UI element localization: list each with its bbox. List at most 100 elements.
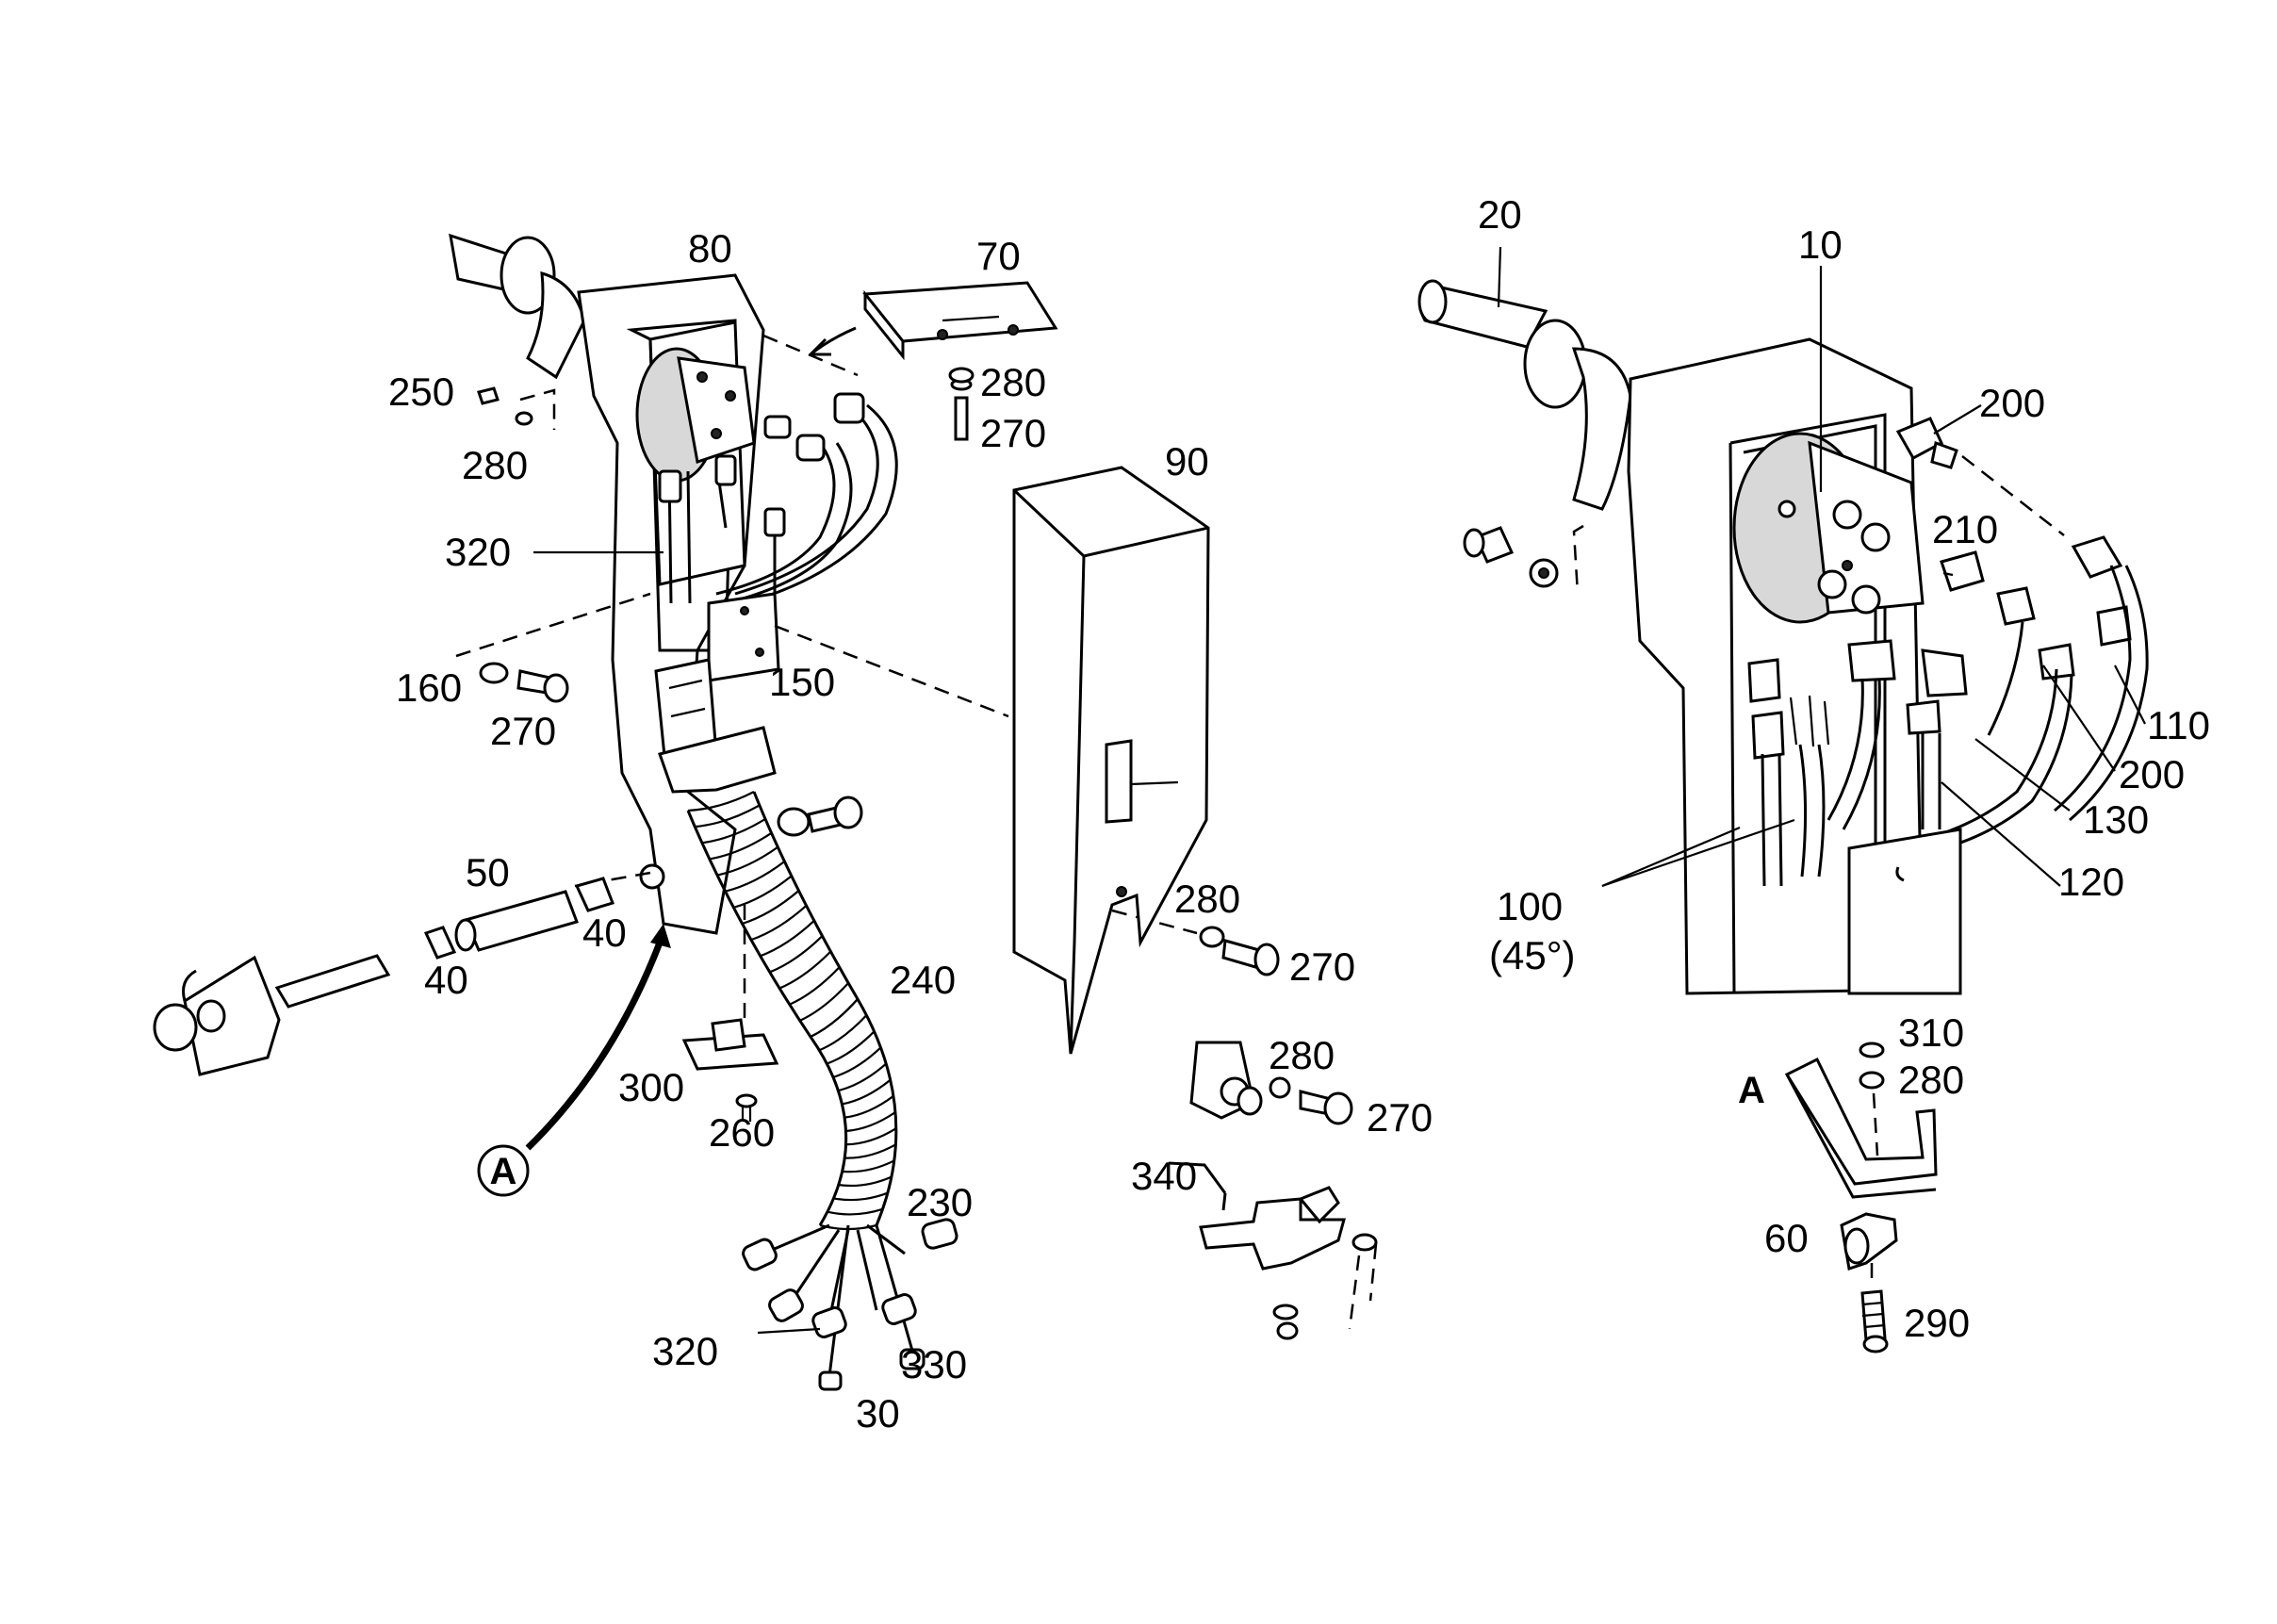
conduit-ridge [844,1143,896,1159]
conduit-ridge [838,1175,893,1188]
conduit-ridge [845,1127,897,1146]
conduit-ridge [799,982,849,1022]
conduit-ridge [760,920,815,958]
label-340: 340 [1131,1154,1197,1198]
conduit-ridge [789,966,841,1006]
cover-90-fasteners [1199,926,1280,976]
label-280-cover: 280 [980,360,1046,404]
label-40-left: 40 [424,958,468,1002]
conduit-ridge [810,998,859,1038]
label-280-left: 280 [462,443,528,487]
label-90: 90 [1165,439,1209,484]
right-control-lever [1417,279,1632,511]
label-110: 110 [2147,703,2210,747]
right-hoses [1761,565,2149,887]
conduit-ridge [844,1094,894,1119]
label-210: 210 [1932,507,1998,551]
conduit-ridge [769,935,824,974]
right-bolt-washer [1463,524,1584,595]
label-310: 310 [1898,1010,1964,1055]
right-assembly [1417,246,2149,995]
label-270-left: 270 [490,709,556,753]
conduit-ridge [716,845,778,877]
conduit-ridge [818,1014,868,1052]
right-leader-lines [1497,246,2146,888]
label-280-340: 280 [1269,1033,1335,1077]
left-small-fasteners [477,367,975,703]
label-80: 80 [688,226,732,271]
conduit-ridge [725,861,786,893]
detail-a-title: A [1738,1070,1765,1111]
label-320-top: 320 [445,530,511,574]
conduit-ridge [701,818,766,845]
conduit-ridges [687,791,897,1231]
label-70: 70 [976,234,1021,278]
label-330: 330 [901,1342,967,1386]
label-290: 290 [1904,1301,1970,1345]
label-150: 150 [769,660,835,704]
conduit-ridge [845,1111,896,1133]
label-130: 130 [2083,797,2149,842]
label-200-bottom: 200 [2119,752,2185,796]
block-150 [654,592,780,794]
left-control-lever [449,233,586,380]
label-10: 10 [1798,222,1843,267]
label-45-deg: (45°) [1489,933,1576,977]
label-120: 120 [2058,860,2124,904]
label-40-right: 40 [582,910,627,955]
conduit-ridge [833,1191,889,1202]
conduit-ridge [695,804,761,828]
conduit-ridge [687,791,755,812]
label-250: 250 [388,369,454,414]
label-270-340: 270 [1367,1095,1433,1140]
stud-assembly [153,877,614,1076]
label-20: 20 [1478,192,1522,237]
detail-a-labels: A 310 280 60 290 [1738,1010,1970,1345]
conduit-ridge [733,875,793,909]
detail-a [1784,1042,1938,1353]
left-assembly [153,233,1378,1391]
conduit-ridge [709,831,773,861]
corrugated-conduit-240 [686,791,898,1231]
label-230: 230 [907,1180,973,1224]
label-240: 240 [890,958,956,1002]
label-270-cover: 270 [980,411,1046,455]
right-fittings [1747,417,2132,760]
conduit-ridge [826,1030,876,1065]
left-leader-dashes [455,334,1378,1330]
label-60: 60 [1764,1216,1809,1260]
main-bracket [577,273,765,935]
conduit-ridge [838,1062,887,1092]
left-leader-lines [533,550,821,1335]
conduit-ridge [827,1207,883,1216]
label-100: 100 [1497,884,1563,928]
cover-plate-70 [809,281,1058,441]
conduit-ridge [842,1078,892,1106]
conduit-ridge [742,890,800,926]
callout-a-label: A [490,1151,517,1192]
label-280-cover90: 280 [1174,877,1240,921]
right-bottom-bracket [1847,828,1962,995]
label-280-detail: 280 [1898,1058,1964,1102]
callout-a-arrow [477,924,671,1197]
cover-90 [1012,466,1210,1055]
part-300 [681,1018,779,1122]
label-160: 160 [396,665,462,710]
label-300: 300 [618,1065,684,1109]
left-hoses [658,392,898,605]
label-270-cover90: 270 [1289,944,1355,989]
conduit-ridge [778,950,832,990]
label-320-bottom: 320 [652,1329,718,1373]
right-labels: 20 10 200 210 110 200 130 120 100 (45°) [1478,192,2210,977]
label-50: 50 [466,850,510,894]
label-30: 30 [856,1391,900,1435]
left-labels: 80 70 250 280 270 280 320 90 160 270 150… [388,226,1433,1435]
conduit-ridge [750,904,808,942]
conduit-bolt [777,796,863,837]
wire-harness [742,1218,958,1391]
label-200-top: 200 [1979,381,2045,425]
conduit-ridge [842,1159,895,1173]
part-340 [1168,1041,1378,1340]
